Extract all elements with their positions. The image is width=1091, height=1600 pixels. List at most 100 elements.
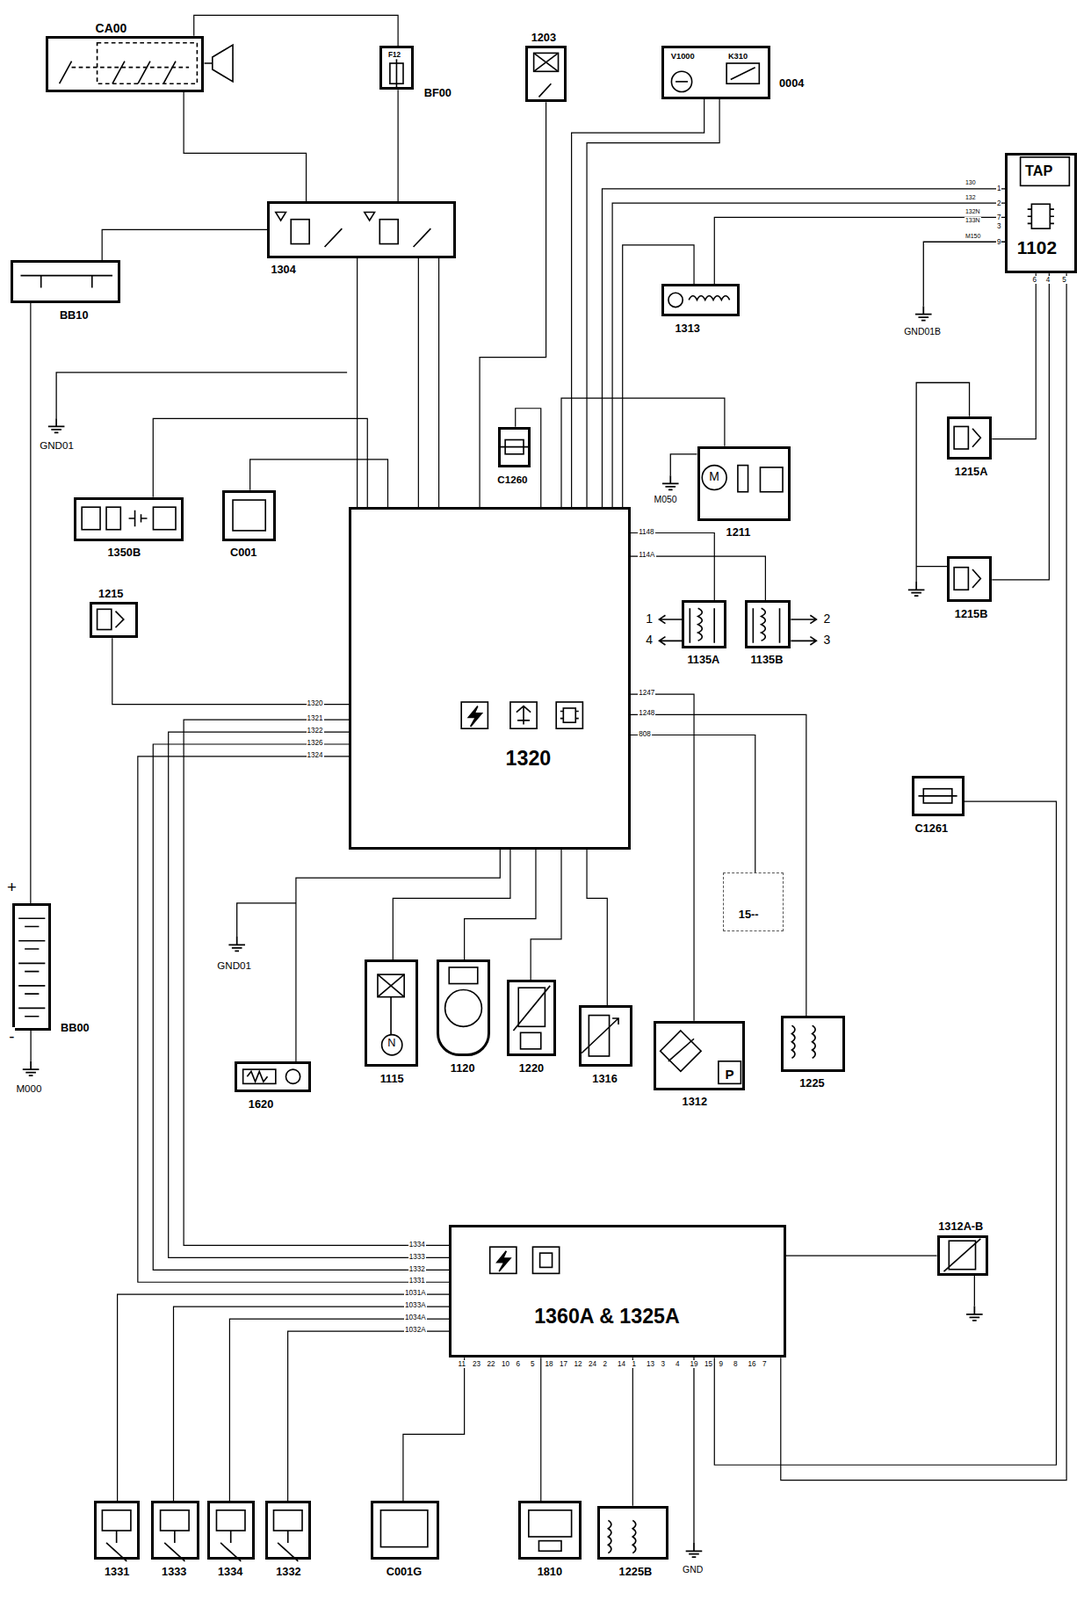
pin-label: 1332 <box>408 1264 427 1273</box>
component-box: F12BF00 <box>379 45 413 90</box>
component-label: 1360A & 1325A <box>533 1304 681 1329</box>
wire-connector <box>540 1357 542 1501</box>
component-box: TAP1102 <box>1004 152 1077 274</box>
ground-symbol <box>22 1061 40 1076</box>
wire-connector <box>630 714 807 1016</box>
wire-connector <box>991 273 1036 439</box>
component-box: C1261 <box>911 775 965 817</box>
component-box: C001G <box>370 1500 440 1560</box>
component-box: 1334 <box>207 1500 256 1560</box>
wire <box>30 241 1005 1543</box>
wire-connector <box>571 99 705 508</box>
component-box: 1203 <box>525 45 566 102</box>
component-box: CA00 <box>45 36 204 93</box>
component-label: 15-- <box>737 908 760 922</box>
component-box: 1331 <box>93 1500 140 1560</box>
pin-label: 22 <box>485 1359 496 1368</box>
component-box: BB00 <box>12 903 51 1031</box>
wire-connector <box>714 801 1056 1465</box>
component-box: 1320 <box>348 506 631 849</box>
wire <box>670 454 697 476</box>
wire-connector <box>288 1330 450 1501</box>
pin-label: 16 <box>746 1359 757 1368</box>
ground-symbol <box>908 581 925 596</box>
component-symbol <box>1027 209 1055 224</box>
component-symbol <box>290 219 310 245</box>
component-label: 1135A <box>686 653 721 667</box>
ground-symbol <box>228 936 246 951</box>
component-symbol <box>917 794 957 797</box>
pin-label: 7 <box>996 213 1003 222</box>
pin-label: 2 <box>601 1359 608 1368</box>
ground-symbol <box>966 1306 983 1321</box>
component-symbol <box>220 1530 241 1561</box>
component-symbol <box>675 80 688 83</box>
pin-label: 6 <box>514 1359 521 1368</box>
component-label: 1350B <box>106 546 142 560</box>
ground-symbol <box>915 305 933 320</box>
pin-label: 14 <box>616 1359 627 1368</box>
component-box: 1810 <box>518 1500 582 1560</box>
component-symbol <box>81 506 101 530</box>
component-symbol <box>18 917 45 1016</box>
wire-connector <box>356 258 358 507</box>
pin-label: GND01 <box>216 959 253 971</box>
component-label: 1203 <box>530 31 557 45</box>
pin-label: 1247 <box>637 688 656 697</box>
component-label: CA00 <box>94 21 129 36</box>
component-symbol <box>273 1510 303 1531</box>
pin-label: 4 <box>674 1359 681 1368</box>
component-box: 1225 <box>780 1015 846 1072</box>
pin-label: 7 <box>761 1359 768 1368</box>
component-symbol <box>232 499 266 531</box>
component-symbol <box>20 275 113 289</box>
component-label: 1331 <box>103 1565 131 1579</box>
component-symbol <box>726 63 759 84</box>
component-symbol <box>72 66 190 69</box>
component-box: 1313 <box>661 283 740 317</box>
wire-connector <box>630 693 694 1021</box>
component-symbol <box>1031 203 1050 229</box>
pin-label: + <box>6 877 18 896</box>
component-label: 1211 <box>725 526 752 540</box>
component-label: 1220 <box>518 1062 545 1076</box>
component-label: 1215B <box>953 607 990 622</box>
component-symbol <box>671 71 692 92</box>
component-symbol <box>497 1250 511 1272</box>
component-symbol <box>730 67 756 80</box>
pin-label: 1 <box>644 611 654 626</box>
component-symbol <box>275 212 432 247</box>
pin-label: 5 <box>529 1359 536 1368</box>
wire-connector <box>786 1254 938 1256</box>
wire-connector <box>991 273 1049 580</box>
pin-label: 1 <box>630 1359 637 1368</box>
wire-connector <box>137 756 449 1282</box>
component-symbol <box>379 219 398 245</box>
component-box: 1316 <box>578 1004 634 1067</box>
component-symbol <box>160 1510 190 1531</box>
wire-connector <box>296 849 500 1063</box>
component-symbol <box>752 607 780 643</box>
component-box: 1115 <box>364 959 420 1067</box>
wire <box>29 1030 31 1062</box>
wire-connector <box>101 229 268 261</box>
pin-label: 1331 <box>408 1276 427 1285</box>
pin-label: 4 <box>644 632 654 647</box>
pin-label: 132 <box>964 194 977 202</box>
pin-label: 1333 <box>408 1252 427 1261</box>
component-symbol <box>164 1530 185 1561</box>
wire-connector <box>601 188 1005 507</box>
component-symbol <box>718 1061 742 1084</box>
component-label: C001G <box>385 1565 423 1579</box>
component-label: 1312A-B <box>937 1220 984 1234</box>
component-symbol <box>246 1070 268 1082</box>
component-symbol <box>277 1530 298 1561</box>
pin-label: 1334 <box>408 1240 427 1249</box>
component-box: 1304 <box>267 201 456 259</box>
component-label: V1000 <box>670 51 696 62</box>
component-symbol <box>944 1238 982 1272</box>
component-label: BB10 <box>58 309 90 323</box>
pin-label: 1322 <box>306 726 325 735</box>
component-symbol <box>540 1252 553 1267</box>
